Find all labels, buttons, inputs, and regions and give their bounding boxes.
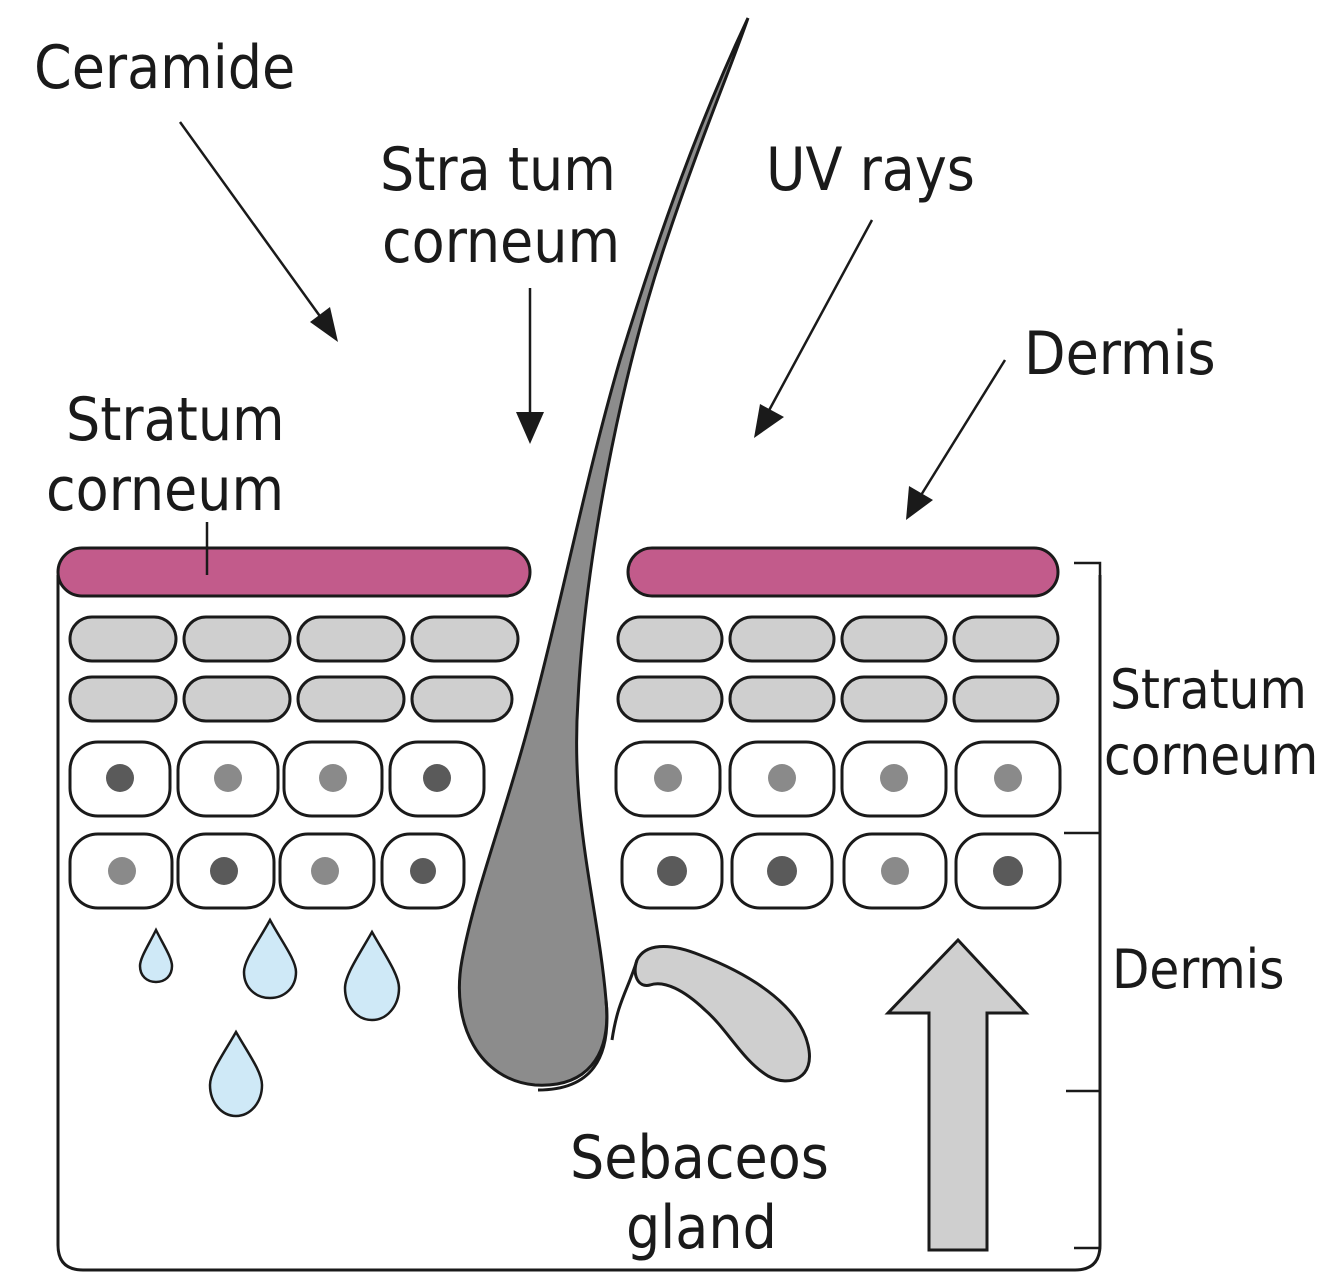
cell-nucleus bbox=[423, 764, 451, 792]
stratum-corneum-left-label-line2: corneum bbox=[46, 455, 284, 525]
flat-cell bbox=[730, 677, 834, 721]
water-drop-icon bbox=[210, 1032, 262, 1116]
cell-nucleus bbox=[214, 764, 242, 792]
cell-nucleus bbox=[880, 764, 908, 792]
flat-cell bbox=[412, 677, 512, 721]
dermis-top-arrowhead bbox=[906, 486, 933, 520]
sebaceous-gland bbox=[635, 946, 809, 1080]
layer-bracket bbox=[1064, 563, 1100, 1248]
flat-cell bbox=[954, 617, 1058, 661]
stratum-corneum-top-label-line2: corneum bbox=[382, 207, 620, 277]
flat-cell bbox=[842, 617, 946, 661]
cell-nucleus bbox=[881, 857, 909, 885]
upward-arrow-icon bbox=[888, 940, 1026, 1250]
cell-nucleus bbox=[311, 857, 339, 885]
cell-nucleus bbox=[657, 856, 687, 886]
sebaceous-gland-label-line2: gland bbox=[626, 1193, 777, 1263]
stratum-corneum-right-label-line1: Stratum bbox=[1110, 658, 1307, 721]
dermis-top-label: Dermis bbox=[1024, 319, 1216, 389]
flat-cell bbox=[70, 677, 176, 721]
water-drop-icon bbox=[244, 920, 296, 998]
stratum-corneum-top-label-line1: Stra tum bbox=[380, 135, 616, 205]
cell-nucleus bbox=[108, 857, 136, 885]
sebaceous-gland-label-line1: Sebaceos bbox=[570, 1123, 829, 1193]
flat-cell bbox=[618, 617, 722, 661]
flat-cell bbox=[730, 617, 834, 661]
cell-nucleus bbox=[768, 764, 796, 792]
ceramide-label: Ceramide bbox=[34, 33, 295, 103]
flat-cell bbox=[184, 677, 290, 721]
stratum-top-arrowhead bbox=[516, 412, 544, 444]
flat-cell bbox=[412, 617, 518, 661]
cell-nucleus bbox=[993, 856, 1023, 886]
cell-nucleus bbox=[319, 764, 347, 792]
flat-cell bbox=[298, 677, 404, 721]
uv-rays-pointer bbox=[766, 220, 872, 416]
cell-nucleus bbox=[654, 764, 682, 792]
uv-rays-arrowhead bbox=[754, 404, 784, 438]
flat-cell bbox=[298, 617, 404, 661]
cell-nucleus bbox=[767, 856, 797, 886]
cell-nucleus bbox=[210, 857, 238, 885]
flat-cell bbox=[842, 677, 946, 721]
uv-rays-label: UV rays bbox=[766, 135, 975, 205]
cell-nucleus bbox=[106, 764, 134, 792]
flat-cell bbox=[184, 617, 290, 661]
stratum-corneum-band-left bbox=[58, 548, 530, 596]
flat-cell bbox=[954, 677, 1058, 721]
dermis-top-pointer bbox=[918, 360, 1005, 500]
ceramide-arrowhead bbox=[310, 307, 338, 342]
flat-cell bbox=[70, 617, 176, 661]
ceramide-pointer bbox=[180, 122, 327, 326]
water-drops bbox=[140, 920, 399, 1116]
cell-nucleus bbox=[994, 764, 1022, 792]
cell-nucleus bbox=[410, 858, 436, 884]
stratum-corneum-band-right bbox=[628, 548, 1058, 596]
dermis-right-label: Dermis bbox=[1112, 938, 1284, 1001]
stratum-corneum-left-label-line1: Stratum bbox=[66, 385, 285, 455]
water-drop-icon bbox=[345, 932, 399, 1020]
stratum-corneum-right-label-line2: corneum bbox=[1104, 724, 1318, 787]
flat-cell bbox=[618, 677, 722, 721]
water-drop-icon bbox=[140, 930, 172, 982]
